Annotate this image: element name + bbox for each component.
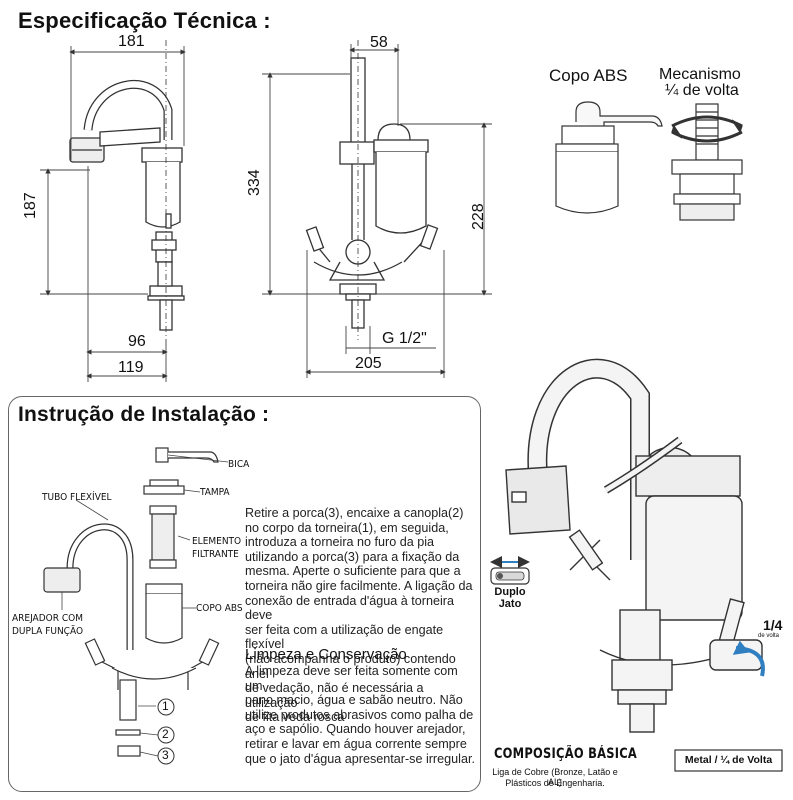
part-copo: COPO ABS	[196, 603, 243, 614]
copo-abs-label: Copo ABS	[549, 66, 628, 85]
side-view-drawing	[305, 40, 439, 340]
dim-228: 228	[470, 203, 487, 230]
duplo-jato-label: Duplo Jato	[494, 586, 526, 610]
part-tampa: TAMPA	[200, 487, 230, 498]
dim-58: 58	[370, 34, 388, 51]
composition-line-1: Liga de Cobre (Bronze, Latão e AL)	[492, 767, 618, 787]
quarter-turn-label: ¼ de volta	[665, 82, 739, 99]
part-tubo: TUBO FLEXÍVEL	[42, 492, 112, 503]
install-title: Instrução de Instalação :	[18, 403, 270, 426]
product-render	[505, 358, 765, 733]
cleaning-title: Limpeza e Conservação	[245, 646, 407, 663]
dim-334: 334	[246, 169, 263, 196]
dim-205: 205	[355, 355, 382, 372]
material-badge: Metal / ¼ de Volta	[684, 754, 773, 766]
copo-abs-drawing	[555, 101, 663, 214]
part-arejador-1: AREJADOR COM	[12, 613, 83, 624]
cleaning-instructions: A limpeza deve ser feita somente com um …	[245, 664, 475, 766]
dim-thread: G 1/2"	[382, 330, 427, 347]
part-number-2: 2	[162, 727, 169, 741]
mecanismo-label: Mecanismo	[659, 66, 741, 83]
part-elemento-2: FILTRANTE	[192, 549, 239, 560]
composition-title: COMPOSIÇÃO BÁSICA	[494, 746, 638, 762]
composition-line-2: Plásticos de Engenharia.	[505, 778, 605, 788]
install-panel	[8, 396, 481, 792]
quarter-turn-sub: de volta	[758, 633, 780, 639]
exploded-view-drawing	[43, 447, 220, 757]
duplo-jato-icon	[490, 556, 530, 585]
install-instructions: Retire a porca(3), encaixe a canopla(2) …	[245, 506, 473, 725]
dim-187: 187	[22, 192, 39, 219]
part-arejador-2: DUPLA FUNÇÃO	[12, 626, 84, 637]
dim-119: 119	[118, 359, 144, 376]
dim-181: 181	[118, 33, 145, 50]
front-view-drawing	[69, 40, 185, 340]
dim-96: 96	[128, 333, 146, 350]
part-bica: BICA	[228, 459, 250, 470]
part-elemento-1: ELEMENTO	[192, 536, 242, 547]
mecanismo-drawing	[671, 103, 743, 221]
part-number-1: 1	[162, 699, 169, 713]
quarter-turn-number: 1/4	[763, 617, 783, 633]
part-number-3: 3	[162, 748, 169, 762]
spec-title: Especificação Técnica :	[18, 8, 271, 33]
